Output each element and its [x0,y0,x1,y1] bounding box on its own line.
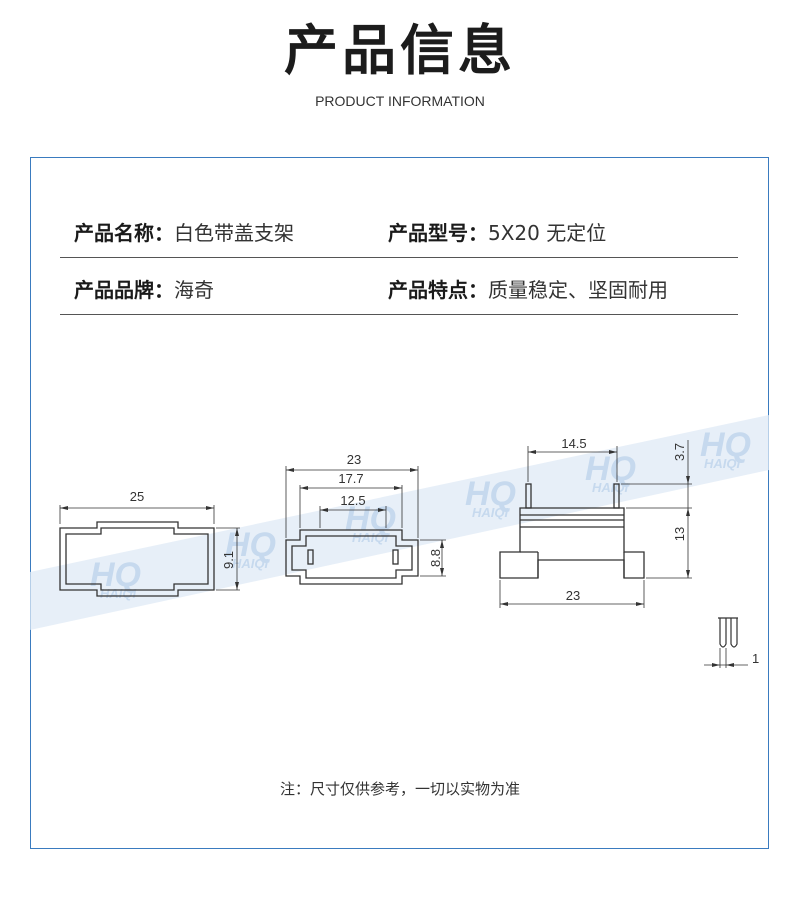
dim-side-base: 23 [566,588,580,603]
watermark-text: HAIQI [100,586,137,601]
spec-brand: 产品品牌：海奇 [74,277,214,303]
spec-row-2: 产品品牌：海奇 产品特点：质量稳定、坚固耐用 [60,259,738,315]
spec-brand-value: 海奇 [174,278,214,302]
dim-side-pin-span: 14.5 [561,436,586,451]
watermark-logo: HQ [465,475,516,513]
spec-name-label: 产品名称： [74,221,174,245]
spec-name: 产品名称：白色带盖支架 [74,220,294,246]
spec-model-label: 产品型号： [388,221,488,245]
spec-row-1: 产品名称：白色带盖支架 产品型号：5X20 无定位 [60,202,738,258]
watermark-logo: HQ [700,426,751,464]
watermark-logo: HQ [225,526,276,564]
dim-mid-slot: 12.5 [340,493,365,508]
disclaimer-note: 注：尺寸仅供参考，一切以实物为准 [279,780,520,798]
dim-top-height: 9.1 [221,551,236,569]
watermark-logo: HQ [345,500,396,538]
watermark-text: HAIQI [352,530,389,545]
pin-detail [704,617,748,668]
middle-view [285,466,446,585]
spec-brand-label: 产品品牌： [74,278,174,302]
spec-model-value: 5X20 无定位 [488,221,607,245]
side-view [499,440,692,608]
page-title: 产品信息 [284,19,516,82]
watermark-logo: HQ [585,450,636,488]
dim-mid-total: 23 [347,452,361,467]
page-subtitle: PRODUCT INFORMATION [315,93,485,109]
dim-pin-thickness: 1 [752,651,759,666]
watermark-text: HAIQI [472,505,509,520]
watermark-text: HAIQI [592,480,629,495]
watermark-text: HAIQI [704,456,741,471]
top-view [59,505,240,597]
watermark-text: HAIQI [232,556,269,571]
dim-side-pin-height: 3.7 [672,443,687,461]
watermark-logo: HQ [90,556,141,594]
dim-side-height: 13 [672,527,687,541]
spec-feature: 产品特点：质量稳定、坚固耐用 [388,277,668,303]
dim-top-width: 25 [130,489,144,504]
dim-mid-inner: 17.7 [338,471,363,486]
spec-name-value: 白色带盖支架 [174,221,294,245]
watermark: HQ HAIQI HQ HAIQI HQ HAIQI HQ HAIQI HQ H… [30,415,769,630]
dim-mid-height: 8.8 [428,549,443,567]
spec-model: 产品型号：5X20 无定位 [388,220,606,246]
spec-feature-label: 产品特点： [388,278,488,302]
spec-feature-value: 质量稳定、坚固耐用 [488,278,668,302]
info-panel [30,157,769,849]
